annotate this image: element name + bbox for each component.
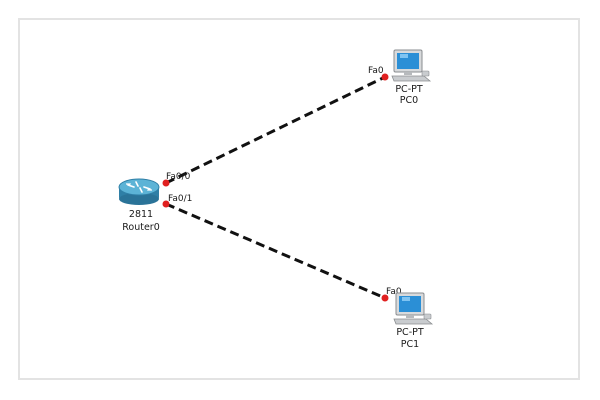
device-model-label: 2811 <box>129 209 153 220</box>
router-icon <box>118 178 160 205</box>
device-model-label: PC-PT <box>396 327 424 338</box>
port-label-router0-fa0-1: Fa0/1 <box>168 194 192 204</box>
device-pc1[interactable]: PC-PT PC1 <box>393 292 434 350</box>
device-model-label: PC-PT <box>395 84 423 95</box>
port-dot-pc0-fa0 <box>381 73 389 81</box>
port-label-pc1-fa0: Fa0 <box>386 287 402 297</box>
device-pc0[interactable]: PC-PT PC0 <box>391 49 432 106</box>
port-dot-pc1-fa0 <box>381 294 389 302</box>
device-name-label[interactable]: PC1 <box>401 339 419 350</box>
pc-icon <box>391 49 432 82</box>
device-name-label[interactable]: Router0 <box>122 222 160 233</box>
device-name-label[interactable]: PC0 <box>400 95 418 106</box>
link-router0-pc1[interactable]: Fa0/1 Fa0 <box>162 194 402 302</box>
port-dot-router0-fa0-0 <box>162 179 170 187</box>
port-label-pc0-fa0: Fa0 <box>368 66 384 76</box>
device-router0[interactable]: 2811 Router0 <box>118 178 160 233</box>
port-label-router0-fa0-0: Fa0/0 <box>166 172 191 182</box>
link-line[interactable] <box>165 202 386 300</box>
link-router0-pc0[interactable]: Fa0/0 Fa0 <box>162 66 389 187</box>
link-line[interactable] <box>165 75 386 185</box>
port-dot-router0-fa0-1 <box>162 200 170 208</box>
pc-icon <box>393 292 434 325</box>
logical-workspace-canvas[interactable] <box>18 18 580 380</box>
